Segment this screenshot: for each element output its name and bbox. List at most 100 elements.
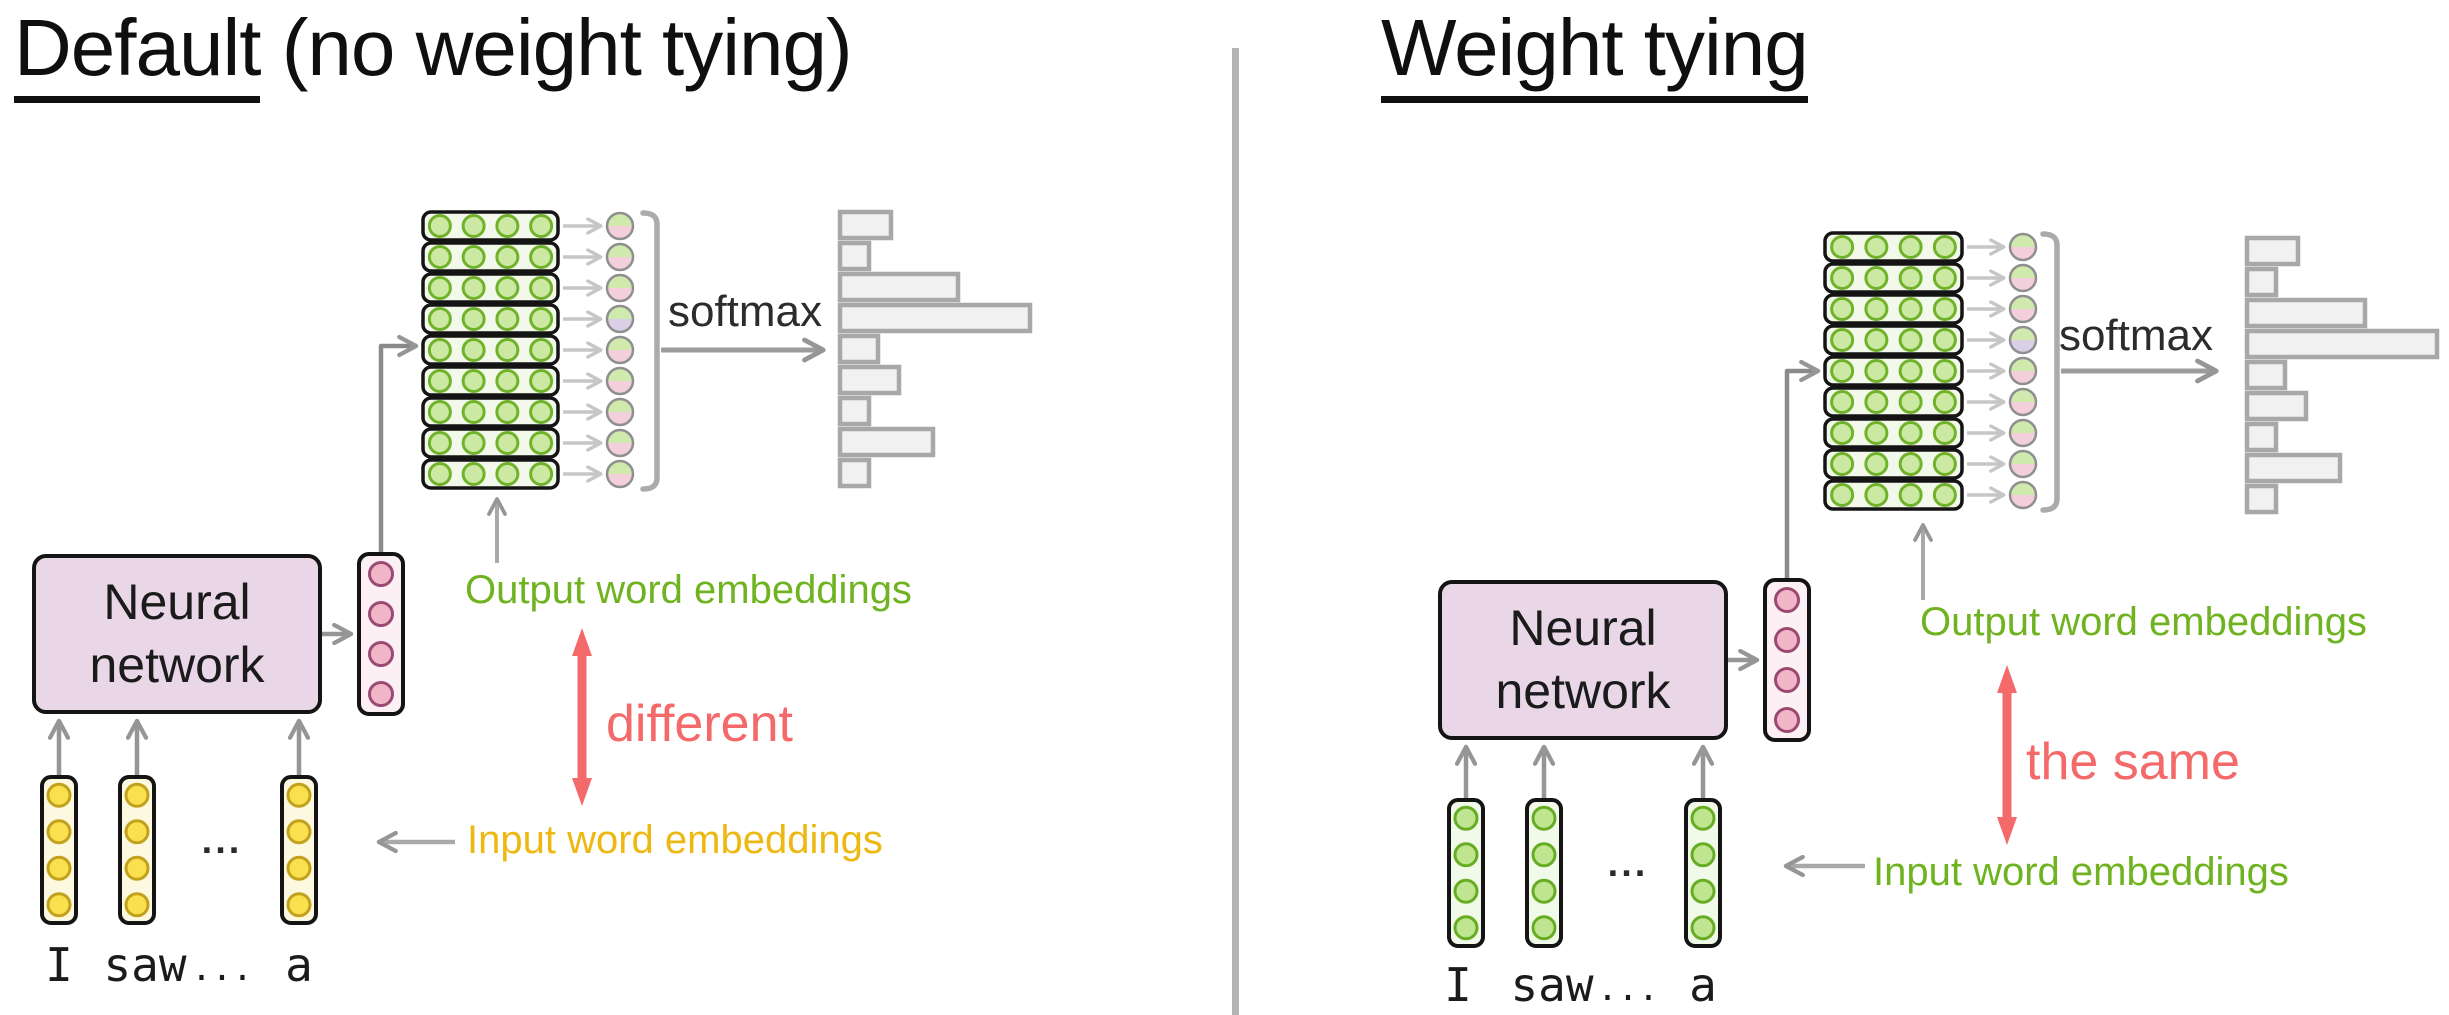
score-circle-bottom: [2010, 371, 2036, 384]
score-circle-bottom: [2010, 247, 2036, 260]
embedding-cell: [1830, 297, 1855, 321]
score-circle: [2008, 449, 2038, 479]
score-bracket: [640, 210, 660, 492]
embedding-cell: [1932, 359, 1957, 383]
relation-label: the same: [2026, 733, 2240, 791]
score-circle-top: [2010, 389, 2036, 402]
probability-bar: [837, 333, 881, 365]
score-circle-top: [607, 461, 633, 474]
embedding-cell: [1864, 235, 1889, 259]
score-circle-top: [607, 368, 633, 381]
probability-bar: [2244, 483, 2279, 515]
score-circle-top: [2010, 296, 2036, 309]
embedding-cell: [461, 369, 486, 393]
input-vector: [1447, 798, 1485, 948]
embedding-cell: [495, 245, 520, 269]
embedding-cell: [461, 338, 486, 362]
hidden-cell: [368, 561, 394, 587]
embedding-cell: [1932, 390, 1957, 414]
vector-ellipsis: ...: [1607, 843, 1649, 885]
score-circle-top: [607, 213, 633, 226]
embedding-cell: [461, 245, 486, 269]
probability-bar: [2244, 390, 2309, 422]
matrix-row: [421, 365, 560, 397]
embedding-cell: [427, 245, 452, 269]
embedding-cell: [1864, 483, 1889, 507]
matrix-row: [421, 458, 560, 490]
score-circle: [605, 242, 635, 272]
score-circle-bottom: [2010, 309, 2036, 322]
input-cell: [1690, 878, 1716, 904]
score-circle-bottom: [607, 257, 633, 270]
embedding-cell: [461, 400, 486, 424]
matrix-row: [1823, 479, 1964, 511]
probability-bar: [837, 364, 902, 396]
score-circle-bottom: [607, 412, 633, 425]
score-circle: [605, 211, 635, 241]
embedding-cell: [1864, 328, 1889, 352]
network-label-line1: Neural: [103, 574, 251, 630]
embedding-cell: [427, 431, 452, 455]
embedding-cell: [1932, 297, 1957, 321]
input-cell: [46, 892, 72, 918]
network-label-line2: network: [89, 637, 265, 693]
score-circle-top: [2010, 265, 2036, 278]
input-cell: [1453, 805, 1479, 831]
matrix-row: [1823, 386, 1964, 418]
probability-bar: [837, 240, 872, 272]
score-circle-top: [607, 399, 633, 412]
score-circle: [605, 273, 635, 303]
embedding-cell: [1864, 452, 1889, 476]
input-cell: [46, 819, 72, 845]
softmax-label: softmax: [2058, 311, 2214, 360]
title-rest-part: (no weight tying): [260, 3, 853, 92]
input-cell: [124, 819, 150, 845]
matrix-row: [421, 210, 560, 242]
embedding-cell: [1898, 297, 1923, 321]
embedding-cell: [495, 338, 520, 362]
score-circle: [605, 335, 635, 365]
embedding-cell: [529, 214, 554, 238]
embedding-cell: [461, 214, 486, 238]
score-circle-bottom: [607, 288, 633, 301]
score-circle-bottom: [2010, 402, 2036, 415]
hidden-to-matrix-arrow: [1784, 359, 1821, 578]
embedding-cell: [495, 276, 520, 300]
matrix-row: [421, 396, 560, 428]
score-circle-bottom: [607, 381, 633, 394]
probability-bar: [2244, 266, 2279, 298]
score-circle-top: [2010, 234, 2036, 247]
probability-bar: [837, 209, 894, 241]
input-embeddings-label: Input word embeddings: [1873, 850, 2289, 894]
hidden-vector: [1763, 578, 1811, 742]
embedding-cell: [1830, 235, 1855, 259]
embedding-cell: [461, 462, 486, 486]
score-bracket: [2040, 231, 2060, 513]
score-circle: [2008, 263, 2038, 293]
embedding-cell: [495, 462, 520, 486]
score-circle-bottom: [607, 474, 633, 487]
score-circle-top: [607, 275, 633, 288]
embedding-cell: [529, 338, 554, 362]
probability-bar: [837, 457, 872, 489]
neural-network-box: Neural network: [32, 554, 322, 714]
matrix-row: [1823, 417, 1964, 449]
input-cell: [1690, 805, 1716, 831]
word-label: I: [1444, 958, 1472, 1012]
input-cell: [124, 892, 150, 918]
input-cell: [46, 782, 72, 808]
probability-bar: [837, 426, 936, 458]
score-circle-top: [2010, 482, 2036, 495]
score-circle: [2008, 325, 2038, 355]
hidden-cell: [368, 641, 394, 667]
word-label: saw: [103, 938, 187, 992]
embedding-cell: [1898, 235, 1923, 259]
embedding-cell: [1864, 297, 1889, 321]
embedding-cell: [1898, 421, 1923, 445]
score-circle: [2008, 232, 2038, 262]
neural-network-box: Neural network: [1438, 580, 1728, 740]
score-circle-bottom: [607, 350, 633, 363]
matrix-row: [1823, 355, 1964, 387]
matrix-row: [1823, 324, 1964, 356]
